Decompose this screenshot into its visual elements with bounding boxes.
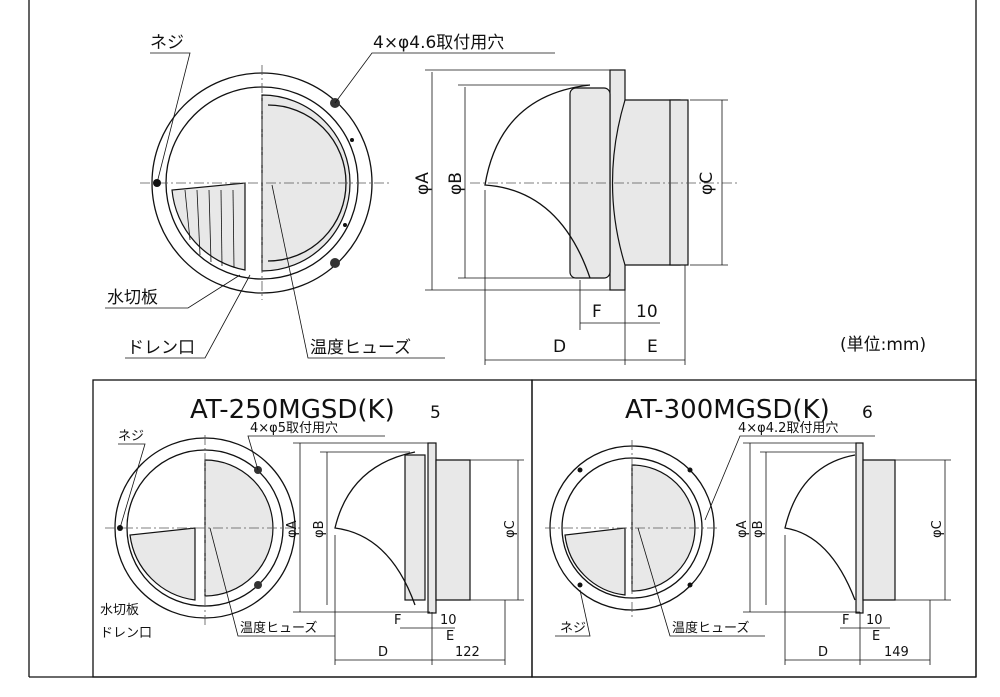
screw-label: ネジ <box>118 429 144 444</box>
screw-label: ネジ <box>150 33 184 53</box>
dim-d: D <box>818 645 828 660</box>
page-number: 5 <box>430 403 441 423</box>
dim-b: φB <box>446 172 466 195</box>
unit-label: (単位:mm) <box>840 335 926 355</box>
dim-d: D <box>553 337 566 357</box>
top-dimensions: φA φB φC F 10 D E (単位:mm) <box>413 69 926 365</box>
water-plate-label: 水切板 <box>100 603 139 618</box>
dim-10: 10 <box>866 613 883 628</box>
dim-e: E <box>446 629 454 644</box>
mount-holes-label: 4×φ5取付用穴 <box>250 421 338 436</box>
dim-f: F <box>394 613 401 628</box>
dim-f: F <box>842 613 849 628</box>
page-number: 6 <box>862 403 873 423</box>
frame <box>28 0 977 678</box>
dim-10: 10 <box>636 302 658 322</box>
top-side-view <box>470 69 740 291</box>
fuse-label: 温度ヒューズ <box>240 620 317 636</box>
drain-label: ドレン口 <box>127 338 195 358</box>
fuse-label: 温度ヒューズ <box>672 620 749 636</box>
drain-label: ドレン口 <box>100 626 152 641</box>
model-title: AT-300MGSD(K) <box>625 395 830 425</box>
dim-b: φB <box>751 521 766 539</box>
dim-c: φC <box>503 520 518 538</box>
top-labels: ネジ 4×φ4.6取付用穴 水切板 ドレン口 温度ヒューズ <box>105 33 555 359</box>
dim-e: E <box>872 629 880 644</box>
dim-149: 149 <box>884 645 909 660</box>
dim-122: 122 <box>455 645 480 660</box>
dim-f: F <box>592 302 602 322</box>
dim-b: φB <box>312 521 327 539</box>
dim-a: φA <box>285 520 300 538</box>
water-plate-label: 水切板 <box>107 288 158 308</box>
dim-d: D <box>378 645 388 660</box>
dim-e: E <box>647 337 658 357</box>
dim-a: φA <box>413 172 433 195</box>
screw-label: ネジ <box>560 621 586 636</box>
mount-holes-label: 4×φ4.2取付用穴 <box>738 421 838 436</box>
top-front-view <box>140 65 390 300</box>
dim-a: φA <box>735 520 750 538</box>
dim-10: 10 <box>440 613 457 628</box>
model-title: AT-250MGSD(K) <box>190 395 395 425</box>
fuse-label: 温度ヒューズ <box>310 338 411 358</box>
model-250: AT-250MGSD(K) 5 ネジ 4×φ5取付用穴 水切板 ドレン口 温度ヒ… <box>100 395 524 665</box>
mount-holes-label: 4×φ4.6取付用穴 <box>373 33 504 53</box>
dim-c: φC <box>697 172 717 195</box>
model-300: AT-300MGSD(K) 6 4×φ4.2取付用穴 ネジ 温度ヒューズ φA … <box>545 395 951 665</box>
dim-c: φC <box>930 520 945 538</box>
